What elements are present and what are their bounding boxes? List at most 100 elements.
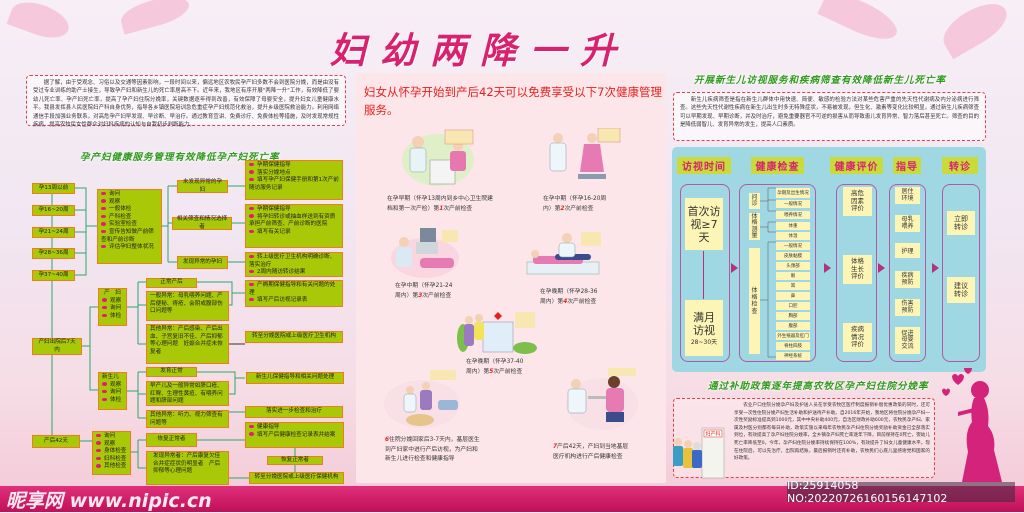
week-box: 孕37~40周 — [32, 270, 75, 281]
list-item: 观察 — [102, 382, 123, 390]
caption-text: 在孕晚期（怀孕37-40周内）第 — [466, 359, 524, 375]
baby-further: 落实进一步检查和治疗 — [245, 406, 343, 418]
check-item: 头颈部 — [776, 262, 810, 270]
list-item: 体检 — [102, 313, 123, 321]
referral-column — [942, 184, 980, 362]
header-guidance: 指导 — [893, 157, 921, 174]
center-heading: 妇女从怀孕开始到产后42天可以免费享受以下7次健康管理服务。 — [364, 85, 662, 117]
check-item: 外生殖器及肛门 — [776, 332, 810, 340]
list-item: 身体检查 — [96, 448, 127, 456]
step-number: 1 — [439, 205, 444, 212]
mother-title: 产 妇 — [104, 290, 121, 296]
list-item: 产科检查 — [101, 214, 158, 222]
list-item: 宣传告知做产前筛查和产前诊断 — [101, 229, 158, 244]
baby-guide: 新生儿保健指导和相关问题处理 — [246, 372, 344, 384]
week-box: 孕13周以前 — [32, 183, 75, 194]
month-days: 28~30天 — [690, 338, 718, 346]
arrow-icon — [878, 263, 885, 273]
eval-disease: 疾病情况评价 — [843, 323, 872, 352]
guide-item: 母乳喂养 — [895, 215, 920, 232]
list-item: 孕期保健指导 — [249, 206, 339, 214]
caption-text: 在孕早期（怀孕13周内到乡中心卫生院建档和第一次产检）第 — [387, 196, 493, 212]
check-item: 体温 — [776, 232, 810, 240]
list-item: 2周内随访转诊结果 — [249, 269, 339, 277]
list-item: 将孕妇转诊或抽血样送到有资质承担产前筛查、产前诊断的医院 — [249, 214, 339, 229]
hospital-visit-illustration — [457, 312, 537, 354]
arrow-icon — [824, 263, 831, 273]
measure-label: 体格测量 — [749, 213, 760, 240]
arrow-icon — [932, 263, 939, 273]
list-item: 询问 — [102, 305, 123, 313]
health-check-column — [739, 184, 816, 362]
mother-other: 其他异常：产后感染、产后出血、子宫复旧不佳、产后抑郁等心理问题 妊娠合并症未恢复… — [146, 324, 229, 364]
header-referral: 转诊 — [942, 157, 978, 174]
branch-screen: 相关筛查和情况选择者 — [172, 216, 232, 230]
week-box: 孕16~20周 — [32, 205, 75, 216]
baby-general: 早产儿及一般异常如脐口疮、红臀、生理性黄疸、有喂养问题和脐部问题 — [146, 381, 229, 406]
step-6-caption: 6住院分娩回家后3-7天内，基层医生到产妇家中进行产后访视，为产妇和新生儿进行检… — [385, 436, 481, 465]
p42-guide-box: 健康指导填写产后健康检查记录表并结案 — [245, 422, 344, 448]
postpartum-42-box: 产后42天 — [32, 435, 80, 448]
caption-text: 次产前检查 — [493, 368, 523, 375]
header-health-check: 健康检查 — [751, 157, 804, 174]
watermark-site: 昵享网 www.nipic.cn — [6, 490, 212, 512]
visit-time-column — [680, 184, 730, 362]
list-item: 观察 — [102, 298, 123, 306]
flow-connectors — [51, 185, 296, 479]
caption-text: 次产前检查 — [567, 298, 597, 305]
guidance-column — [889, 184, 926, 362]
baby-normal: 发育正常 — [146, 367, 197, 377]
p42-recovered-2: 恢复正常者 — [267, 456, 323, 465]
pregnant-woman-silhouette — [942, 368, 1002, 482]
list-item: 评估孕妇整体状况 — [101, 244, 158, 252]
bottom-heading: 通过补助政策逐年提高农牧区孕产妇住院分娩率 — [708, 381, 929, 392]
caption-text: 在孕中期（怀孕21-24周内）第 — [395, 283, 453, 299]
guide-item: 促进母婴交流 — [895, 327, 920, 354]
left-heading: 孕产妇健康服务管理有效降低孕产妇死亡率 — [80, 152, 280, 163]
check-item: 胸部 — [776, 312, 810, 320]
check-item: 一般情况 — [776, 200, 810, 208]
screen-actions-box: 孕期保健指导 将孕妇转诊或抽血样送到有资质承担产前筛查、产前诊断的医院 填写有关… — [245, 204, 343, 248]
bed-exam-illustration — [526, 232, 601, 275]
list-item: 其他检查 — [96, 463, 127, 471]
referral-suggested: 建议转诊 — [947, 277, 975, 303]
month-visit-box: 满月访视 28~30天 — [685, 300, 723, 356]
postnatal-check-illustration — [566, 368, 638, 430]
first-visit: 首次访视≥7天 — [685, 198, 723, 250]
step-7-caption: 7产后42天，产妇到当地基层医疗机构进行产后健康检查 — [553, 443, 629, 462]
check-item: 眼 — [776, 272, 810, 280]
list-item: 询问 — [102, 389, 123, 397]
guide-item: 护理 — [895, 243, 920, 258]
baby-box: 新生儿 观察询问体检 — [98, 372, 127, 410]
check-connectors — [760, 187, 776, 358]
intro-text: 据了解，由于受观念、习俗以及交通等因素影响，一段时间以来，偏远地区农牧民孕产妇多… — [26, 75, 346, 128]
p42-abnormal: 发现异常者：产后康复欠佳 合并症症状仍明显者 产后抑郁等心理问题 — [146, 451, 229, 485]
list-item: 产褥期保健指导和有关问题的处理 — [249, 282, 339, 297]
mother-general: 一般异常：母乳喂养问题、产后便秘、痔疮、会阴或腹部伤口问题等 — [146, 291, 229, 321]
hospital-sign: 妇产科 — [705, 431, 720, 438]
list-item: 转上级医疗卫生机构明确诊断、落实治疗 — [249, 254, 339, 269]
mother-box: 产 妇 观察询问体检 — [98, 288, 127, 326]
page-title: 妇幼两降一升 — [329, 30, 630, 72]
family-hospital-illustration: 妇产科 — [673, 427, 725, 479]
step-number: 4 — [563, 298, 568, 305]
petal-decoration — [936, 0, 1014, 60]
physical-label: 体格检查 — [749, 248, 760, 354]
screening-text: 新生儿疾病筛查是指在新生儿群体中用快速、简便、敏感的检验方法对某些危害严重的先天… — [673, 92, 986, 141]
watermark-id: ID:25914058 NO:20220726160156147102 — [787, 479, 1015, 505]
check-item: 皮肤黏膜 — [776, 252, 810, 260]
list-item: 询问 — [96, 433, 127, 441]
list-item: 观察 — [96, 441, 127, 449]
list-item: 实验室检查 — [101, 221, 158, 229]
list-item: 健康指导 — [249, 424, 340, 432]
p42-items-box: 询问观察身体检查妇科检查其他检查 — [92, 431, 131, 475]
home-visit-illustration — [384, 370, 460, 428]
step-1-caption: 在孕早期（怀孕13周内到乡中心卫生院建档和第一次产检）第1次产前检查 — [387, 195, 495, 214]
p42-recovered: 恢复正常者 — [146, 433, 197, 447]
branch-normal: 未发现异常的孕妇 — [177, 179, 228, 193]
caption-text: 在孕晚期（怀孕28-36周内）第 — [540, 289, 598, 305]
guide-item: 伤害预防 — [895, 299, 920, 316]
guide-item: 疾病预防 — [895, 271, 920, 288]
check-item: 口腔 — [776, 302, 810, 310]
step-number: 2 — [560, 205, 565, 212]
